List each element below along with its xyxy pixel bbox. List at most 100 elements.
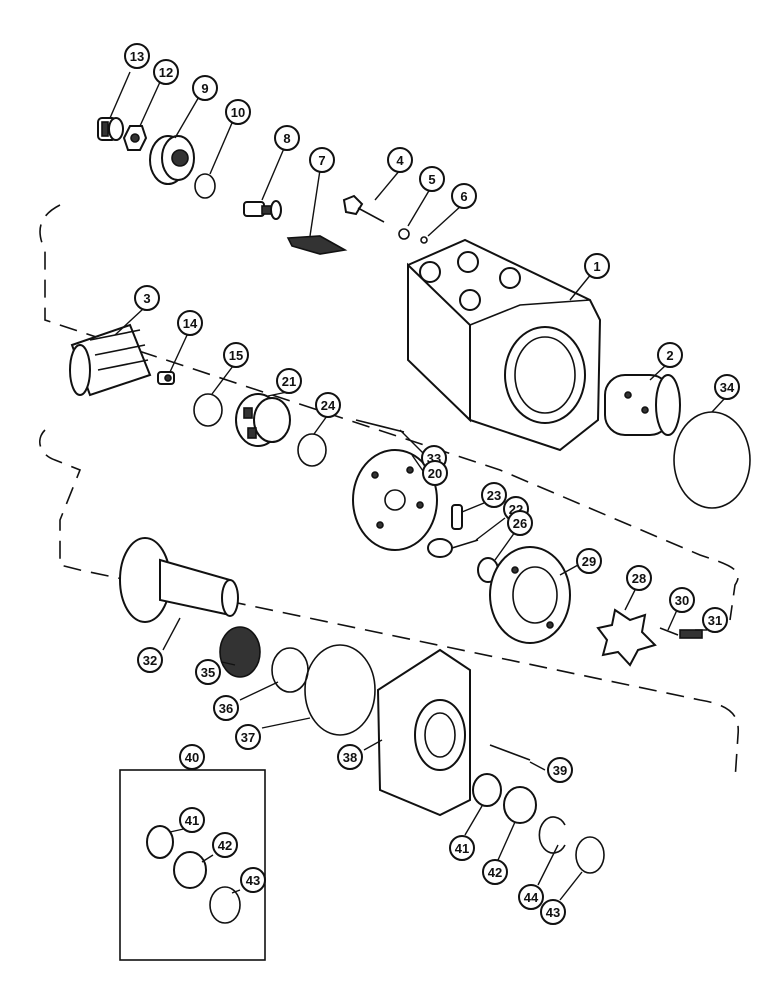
callout-24-label: 24 (321, 398, 336, 413)
part-12-hex-nut (122, 125, 148, 151)
callout-35-label: 35 (201, 665, 215, 680)
part-21-cage (235, 393, 291, 447)
part-41-seal (472, 773, 502, 807)
callout-31: 31 (702, 607, 728, 633)
callout-8: 8 (274, 125, 300, 151)
callout-13: 13 (124, 43, 150, 69)
callout-3: 3 (134, 285, 160, 311)
upper-group-boundary (39, 204, 739, 621)
callout-5-label: 5 (428, 172, 435, 187)
callout-35: 35 (195, 659, 221, 685)
callout-2-label: 2 (666, 348, 673, 363)
part-36-washer (271, 647, 309, 693)
callout-6-label: 6 (460, 189, 467, 204)
part-29-gerotor (489, 546, 571, 644)
callout-40-label: 40 (185, 750, 199, 765)
callout-4: 4 (387, 147, 413, 173)
callout-42-label: 42 (488, 865, 502, 880)
callout-29: 29 (576, 548, 602, 574)
kit-callout-41: 41 (179, 807, 205, 833)
callout-15-label: 15 (229, 348, 243, 363)
callout-30: 30 (669, 587, 695, 613)
callout-26: 26 (507, 510, 533, 536)
part-32-shaft (119, 537, 239, 623)
kit-part-42 (173, 851, 207, 889)
callout-12-label: 12 (159, 65, 173, 80)
callout-4-label: 4 (396, 153, 404, 168)
callout-32-label: 32 (143, 653, 157, 668)
callout-23-label: 23 (487, 488, 501, 503)
callout-32: 32 (137, 647, 163, 673)
callout-8-label: 8 (283, 131, 290, 146)
callout-37-label: 37 (241, 730, 255, 745)
part-14-pin (157, 371, 175, 385)
callout-10: 10 (225, 99, 251, 125)
callout-24: 24 (315, 392, 341, 418)
callout-43: 43 (540, 899, 566, 925)
callout-5: 5 (419, 166, 445, 192)
callout-2: 2 (657, 342, 683, 368)
part-10-o-ring (194, 173, 216, 199)
callout-34-label: 34 (720, 380, 735, 395)
callout-43-label: 43 (546, 905, 560, 920)
part-1-housing (406, 238, 602, 452)
callout-39: 39 (547, 757, 573, 783)
callout-40: 40 (179, 744, 205, 770)
callout-12: 12 (153, 59, 179, 85)
callout-44-label: 44 (524, 890, 539, 905)
callout-14: 14 (177, 310, 203, 336)
callout-9-label: 9 (201, 81, 208, 96)
part-4-bolt (342, 194, 385, 223)
callout-34: 34 (714, 374, 740, 400)
callout-21-label: 21 (282, 374, 296, 389)
callout-1: 1 (584, 253, 610, 279)
part-3-spool (69, 323, 152, 397)
seal-kit-box (119, 769, 266, 961)
part-44-snap-ring (538, 816, 566, 854)
part-13-cap (97, 117, 124, 141)
callout-38: 38 (337, 744, 363, 770)
part-33-bolt (355, 419, 405, 433)
part-5-ring (398, 228, 410, 240)
part-15-o-ring (193, 393, 223, 427)
callout-7-label: 7 (318, 153, 325, 168)
part-30-pin (659, 627, 679, 636)
part-7-plate (286, 235, 348, 255)
kit-callout-43: 43 (240, 867, 266, 893)
part-24-o-ring (297, 433, 327, 467)
kit-callout-43-label: 43 (246, 873, 260, 888)
kit-callout-41-label: 41 (185, 813, 199, 828)
callout-42: 42 (482, 859, 508, 885)
callout-26-label: 26 (513, 516, 527, 531)
part-20-plate (352, 449, 438, 551)
part-37-seal (304, 644, 376, 736)
callout-23: 23 (481, 482, 507, 508)
part-39-bolt (489, 744, 531, 761)
callout-44: 44 (518, 884, 544, 910)
kit-callout-42-label: 42 (218, 838, 232, 853)
part-8-valve (243, 200, 282, 220)
callout-29-label: 29 (582, 554, 596, 569)
part-38-end-cap (376, 648, 471, 817)
part-34-ring (673, 411, 751, 509)
part-35-bearing (219, 626, 261, 678)
callout-20: 20 (422, 460, 448, 486)
part-9-wheel (149, 135, 195, 185)
callout-15: 15 (223, 342, 249, 368)
part-28-star (596, 608, 657, 667)
callout-14-label: 14 (183, 316, 198, 331)
callout-13-label: 13 (130, 49, 144, 64)
callout-41-label: 41 (455, 841, 469, 856)
callout-20-label: 20 (428, 466, 442, 481)
part-43-washer (575, 836, 605, 874)
part-23-pin (451, 504, 463, 530)
callout-1-label: 1 (593, 259, 600, 274)
callout-38-label: 38 (343, 750, 357, 765)
kit-callout-42: 42 (212, 832, 238, 858)
callout-9: 9 (192, 75, 218, 101)
callout-10-label: 10 (231, 105, 245, 120)
callout-28-label: 28 (632, 571, 646, 586)
part-6-ball (420, 236, 428, 244)
callout-30-label: 30 (675, 593, 689, 608)
